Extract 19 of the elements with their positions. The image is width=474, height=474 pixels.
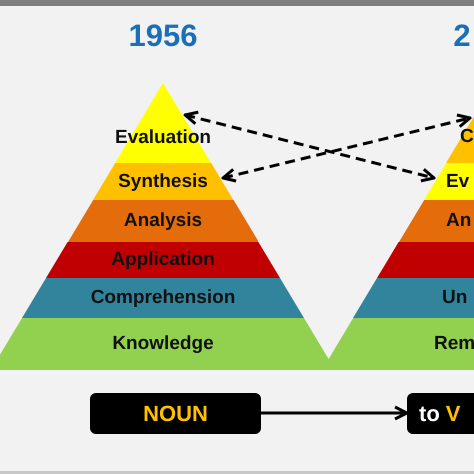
term-box bbox=[407, 393, 474, 434]
dashed-arrow bbox=[184, 110, 436, 182]
year-heading: 1956 bbox=[128, 18, 198, 54]
level-label: C bbox=[460, 126, 474, 148]
level-label: Application bbox=[111, 249, 215, 271]
level-label: Synthesis bbox=[118, 170, 208, 192]
level-label: An bbox=[446, 210, 472, 232]
term-text: V bbox=[446, 400, 460, 426]
dashed-arrow bbox=[222, 114, 472, 182]
year-heading: 2 bbox=[453, 18, 471, 54]
level-label: Analysis bbox=[124, 210, 202, 232]
term-text: NOUN bbox=[143, 400, 208, 426]
level-label: Ev bbox=[446, 170, 470, 192]
level-label: Un bbox=[442, 287, 468, 309]
arrow bbox=[261, 406, 408, 420]
level-label: Comprehension bbox=[90, 287, 236, 309]
level-label: Rem bbox=[434, 333, 474, 355]
term-box bbox=[90, 393, 261, 434]
term-text: to bbox=[419, 400, 440, 426]
